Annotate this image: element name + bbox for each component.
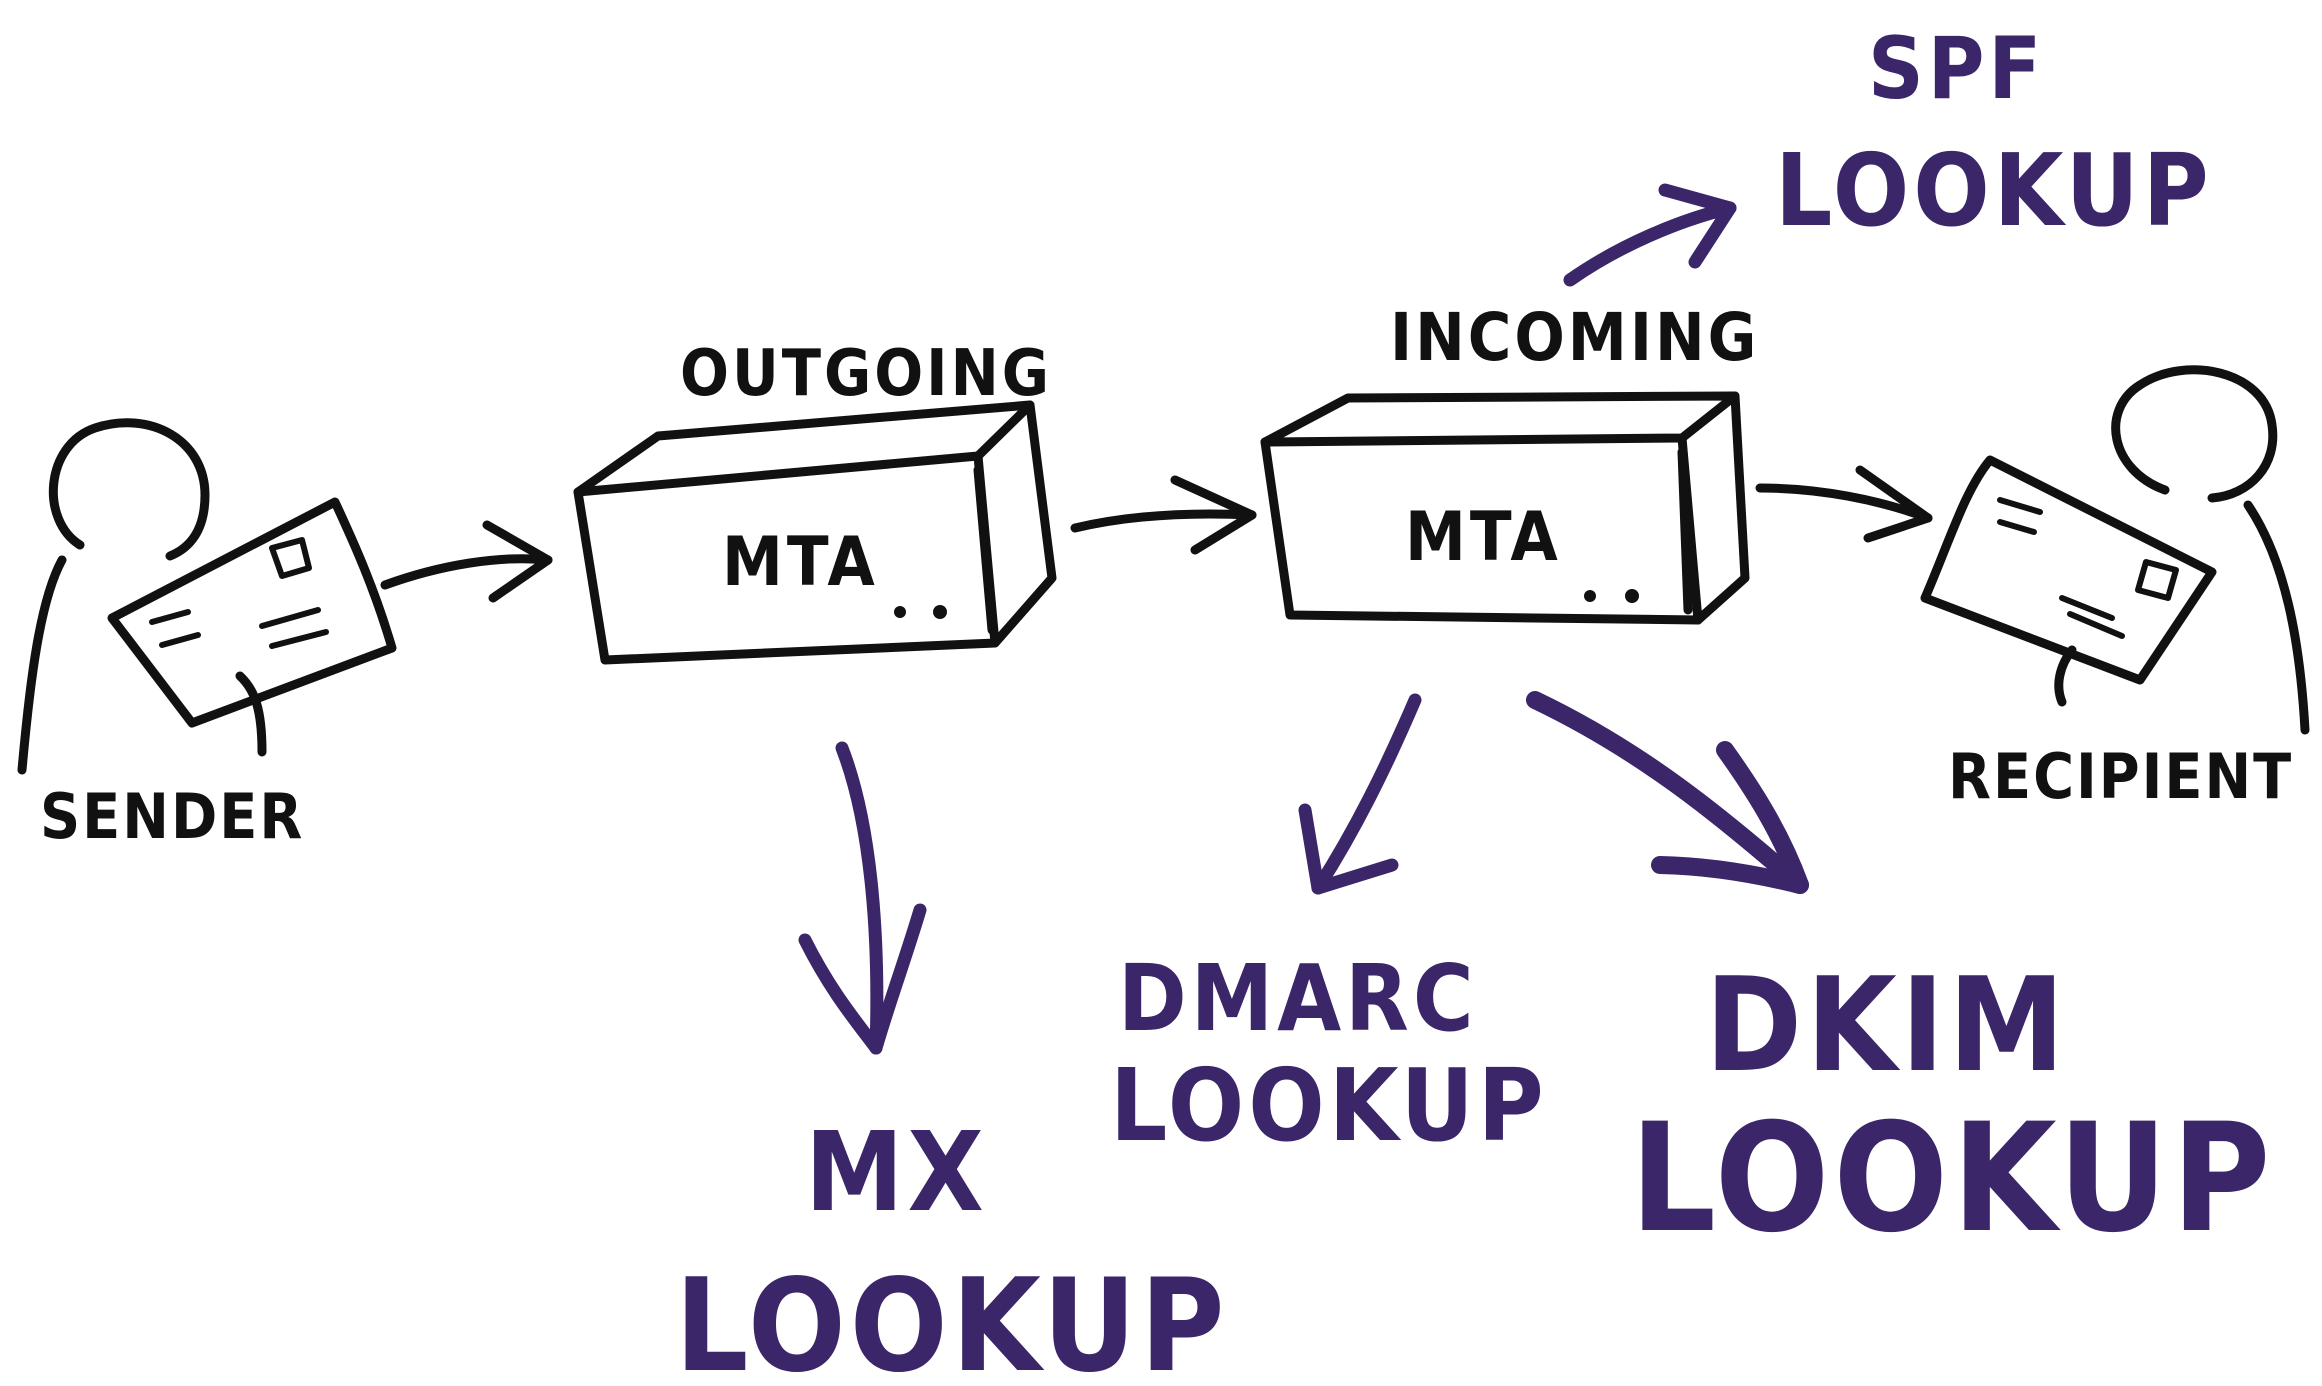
recipient-label: RECIPIENT bbox=[1948, 740, 2293, 813]
sender-envelope-icon bbox=[107, 497, 397, 728]
recipient-figure: RECIPIENT bbox=[1920, 365, 2310, 813]
arrow-incoming-to-dkim bbox=[1526, 691, 1809, 894]
arrow-sender-to-outgoing bbox=[380, 520, 553, 603]
incoming-server-box-icon bbox=[1260, 391, 1750, 625]
spf-label: SPF bbox=[1868, 19, 2045, 119]
arrow-incoming-to-dmarc bbox=[1298, 693, 1422, 895]
dkim-lookup-label: LOOKUP bbox=[1630, 1092, 2274, 1266]
recipient-person-icon bbox=[2054, 365, 2310, 735]
dkim-lookup: DKIM LOOKUP bbox=[1526, 691, 2274, 1266]
outgoing-mta-label: MTA bbox=[722, 523, 879, 602]
dmarc-label: DMARC bbox=[1118, 945, 1478, 1052]
incoming-server-led bbox=[1584, 590, 1596, 602]
dmarc-lookup: DMARC LOOKUP bbox=[1110, 693, 1548, 1164]
arrow-incoming-to-recipient bbox=[1755, 465, 1933, 543]
sender-figure: SENDER bbox=[17, 418, 397, 853]
arrow-incoming-to-spf bbox=[1563, 183, 1737, 287]
dkim-label: DKIM bbox=[1705, 949, 2069, 1101]
outgoing-caption: OUTGOING bbox=[680, 337, 1052, 411]
outgoing-server-led bbox=[894, 606, 906, 618]
outgoing-server-box-icon bbox=[573, 400, 1057, 665]
incoming-server-led bbox=[1625, 589, 1639, 603]
arrow-outgoing-to-mx bbox=[798, 741, 927, 1055]
spf-lookup-label: LOOKUP bbox=[1775, 132, 2213, 249]
outgoing-server-led bbox=[933, 605, 947, 619]
spf-lookup: SPF LOOKUP bbox=[1563, 19, 2213, 287]
recipient-envelope-icon bbox=[1920, 455, 2217, 685]
dmarc-lookup-label: LOOKUP bbox=[1110, 1047, 1548, 1164]
mx-lookup: MX LOOKUP bbox=[675, 741, 1228, 1386]
mx-lookup-label: LOOKUP bbox=[675, 1252, 1228, 1382]
incoming-mta-server: INCOMING MTA bbox=[1260, 299, 1759, 625]
sender-person-icon bbox=[17, 418, 267, 775]
incoming-caption: INCOMING bbox=[1390, 299, 1759, 376]
arrow-outgoing-to-incoming bbox=[1070, 475, 1257, 555]
mx-label: MX bbox=[805, 1108, 988, 1236]
outgoing-mta-server: OUTGOING MTA bbox=[573, 337, 1057, 665]
sender-label: SENDER bbox=[40, 780, 304, 853]
incoming-mta-label: MTA bbox=[1405, 498, 1562, 577]
